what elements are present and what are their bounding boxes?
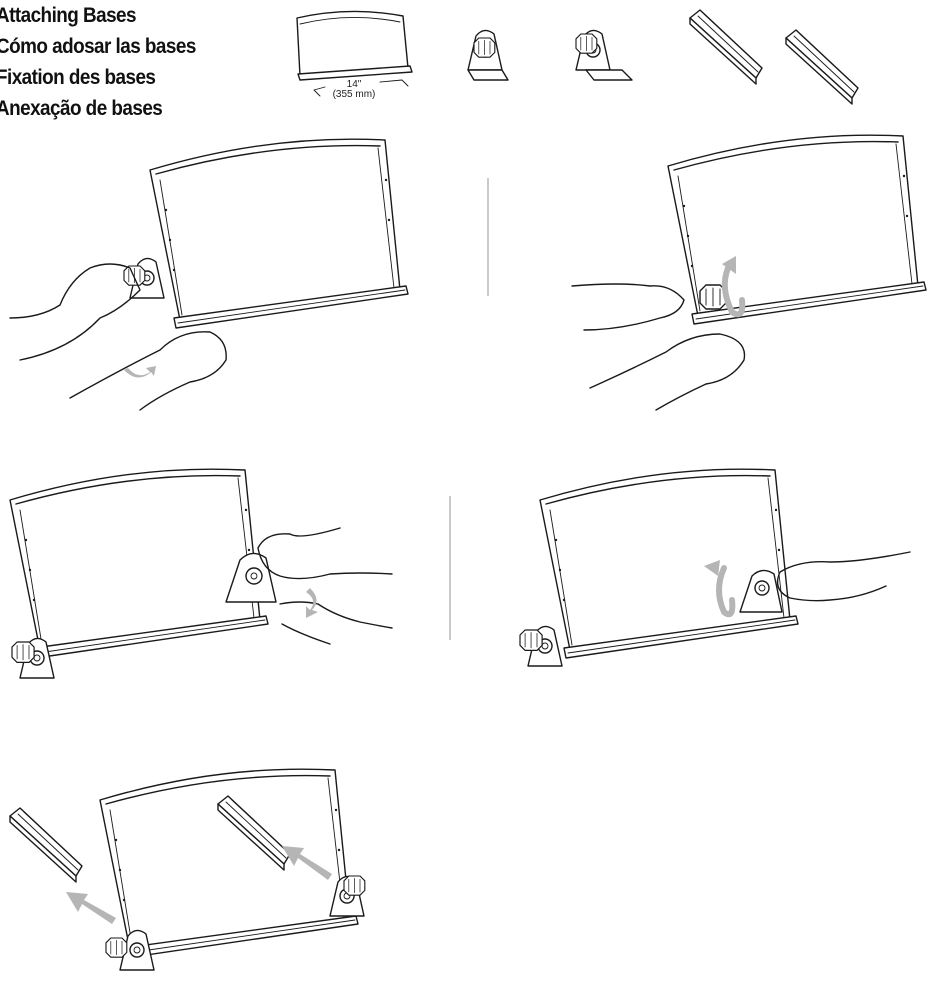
- step-1-mount-in-hand: [124, 258, 164, 298]
- step-1-lower-hand: [70, 332, 226, 410]
- parts-rail-2: [786, 30, 858, 104]
- step-2-lower-hand: [590, 334, 745, 410]
- step-4-hand: [778, 552, 910, 601]
- parts-base-mount-1: [468, 30, 508, 80]
- step-1-arrow: [124, 366, 156, 378]
- step-1-illustration: [150, 139, 408, 328]
- step-3-illustration: [10, 469, 268, 658]
- step-4-left-mount: [520, 626, 562, 666]
- step-5-left-mount: [106, 930, 154, 970]
- step-3-lower-hand: [280, 602, 392, 644]
- step-2-upper-hand: [572, 284, 684, 330]
- step-5-rail-left: [10, 808, 82, 882]
- step-1-upper-hand: [10, 264, 140, 360]
- parts-rail-1: [690, 10, 762, 84]
- parts-board: [297, 11, 412, 96]
- parts-base-mount-2: [576, 30, 632, 80]
- step-3-upper-hand: [258, 528, 392, 579]
- step-4-illustration: [540, 469, 798, 658]
- step-5-arrow-left: [66, 892, 116, 924]
